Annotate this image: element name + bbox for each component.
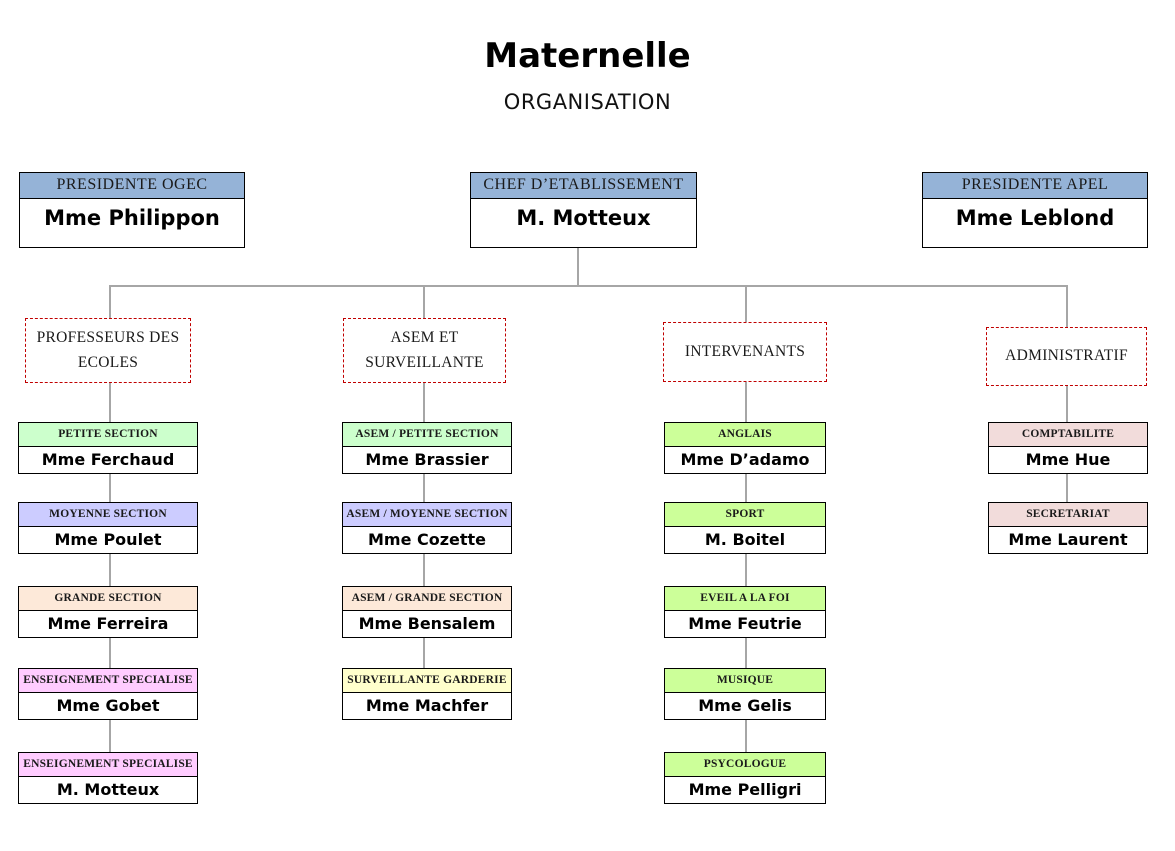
role-header: EVEIL A LA FOI xyxy=(665,587,825,611)
role-header: PETITE SECTION xyxy=(19,423,197,447)
org-box-asem-moyenne-section: ASEM / MOYENNE SECTION Mme Cozette xyxy=(342,502,512,554)
connector-line xyxy=(745,381,747,754)
person-name: Mme Philippon xyxy=(44,206,220,230)
person-name: Mme Ferchaud xyxy=(41,450,175,469)
person-name: Mme D’adamo xyxy=(680,450,810,469)
role-header: ASEM / GRANDE SECTION xyxy=(343,587,511,611)
role-header: CHEF D’ETABLISSEMENT xyxy=(471,173,696,199)
person-name: M. Motteux xyxy=(516,206,651,230)
role-header: MUSIQUE xyxy=(665,669,825,693)
connector-line xyxy=(577,248,579,285)
org-box-anglais: ANGLAIS Mme D’adamo xyxy=(664,422,826,474)
group-box-asem-et-surveillante: ASEM ET SURVEILLANTE xyxy=(343,318,506,383)
org-box-sport: SPORT M. Boitel xyxy=(664,502,826,554)
group-box-professeurs-des-ecoles: PROFESSEURS DES ECOLES xyxy=(25,318,191,383)
person-name: Mme Gelis xyxy=(698,696,792,715)
role-header: PRESIDENTE OGEC xyxy=(20,173,244,199)
org-box-moyenne-section: MOYENNE SECTION Mme Poulet xyxy=(18,502,198,554)
person-name: Mme Ferreira xyxy=(47,614,169,633)
role-header: SURVEILLANTE GARDERIE xyxy=(343,669,511,693)
person-name: Mme Brassier xyxy=(365,450,489,469)
org-box-grande-section: GRANDE SECTION Mme Ferreira xyxy=(18,586,198,638)
page-subtitle: ORGANISATION xyxy=(503,90,672,114)
org-box-asem-petite-section: ASEM / PETITE SECTION Mme Brassier xyxy=(342,422,512,474)
connector-line xyxy=(109,382,111,754)
connector-line xyxy=(109,285,111,319)
org-box-secretariat: SECRETARIAT Mme Laurent xyxy=(988,502,1148,554)
org-box-petite-section: PETITE SECTION Mme Ferchaud xyxy=(18,422,198,474)
role-header: PRESIDENTE APEL xyxy=(923,173,1147,199)
person-name: Mme Cozette xyxy=(367,530,487,549)
org-box-psycologue: PSYCOLOGUE Mme Pelligri xyxy=(664,752,826,804)
page-title: Maternelle xyxy=(484,36,691,76)
person-name: M. Boitel xyxy=(704,530,786,549)
top-box-presidente-ogec: PRESIDENTE OGEC Mme Philippon xyxy=(19,172,245,248)
group-box-intervenants: INTERVENANTS xyxy=(663,322,827,382)
role-header: GRANDE SECTION xyxy=(19,587,197,611)
role-header: SPORT xyxy=(665,503,825,527)
person-name: Mme Bensalem xyxy=(358,614,496,633)
role-header: ASEM / PETITE SECTION xyxy=(343,423,511,447)
person-name: Mme Leblond xyxy=(955,206,1115,230)
role-header: COMPTABILITE xyxy=(989,423,1147,447)
connector-line xyxy=(109,285,1067,287)
connector-line xyxy=(745,285,747,323)
person-name: Mme Feutrie xyxy=(688,614,802,633)
person-name: Mme Hue xyxy=(1025,450,1111,469)
org-box-surveillante-garderie: SURVEILLANTE GARDERIE Mme Machfer xyxy=(342,668,512,720)
role-header: MOYENNE SECTION xyxy=(19,503,197,527)
person-name: Mme Laurent xyxy=(1008,530,1128,549)
org-box-eveil-a-la-foi: EVEIL A LA FOI Mme Feutrie xyxy=(664,586,826,638)
role-header: ENSEIGNEMENT SPECIALISE xyxy=(19,753,197,777)
group-box-administratif: ADMINISTRATIF xyxy=(986,327,1147,386)
org-box-enseignement-specialise-1: ENSEIGNEMENT SPECIALISE Mme Gobet xyxy=(18,668,198,720)
connector-line xyxy=(423,285,425,319)
person-name: Mme Pelligri xyxy=(688,780,802,799)
top-box-presidente-apel: PRESIDENTE APEL Mme Leblond xyxy=(922,172,1148,248)
role-header: ENSEIGNEMENT SPECIALISE xyxy=(19,669,197,693)
org-box-enseignement-specialise-2: ENSEIGNEMENT SPECIALISE M. Motteux xyxy=(18,752,198,804)
person-name: Mme Machfer xyxy=(365,696,489,715)
person-name: M. Motteux xyxy=(56,780,160,799)
org-box-asem-grande-section: ASEM / GRANDE SECTION Mme Bensalem xyxy=(342,586,512,638)
role-header: ANGLAIS xyxy=(665,423,825,447)
org-box-comptabilite: COMPTABILITE Mme Hue xyxy=(988,422,1148,474)
role-header: SECRETARIAT xyxy=(989,503,1147,527)
top-box-chef-etablissement: CHEF D’ETABLISSEMENT M. Motteux xyxy=(470,172,697,248)
org-box-musique: MUSIQUE Mme Gelis xyxy=(664,668,826,720)
person-name: Mme Poulet xyxy=(54,530,162,549)
role-header: PSYCOLOGUE xyxy=(665,753,825,777)
person-name: Mme Gobet xyxy=(56,696,160,715)
connector-line xyxy=(1066,285,1068,328)
role-header: ASEM / MOYENNE SECTION xyxy=(343,503,511,527)
